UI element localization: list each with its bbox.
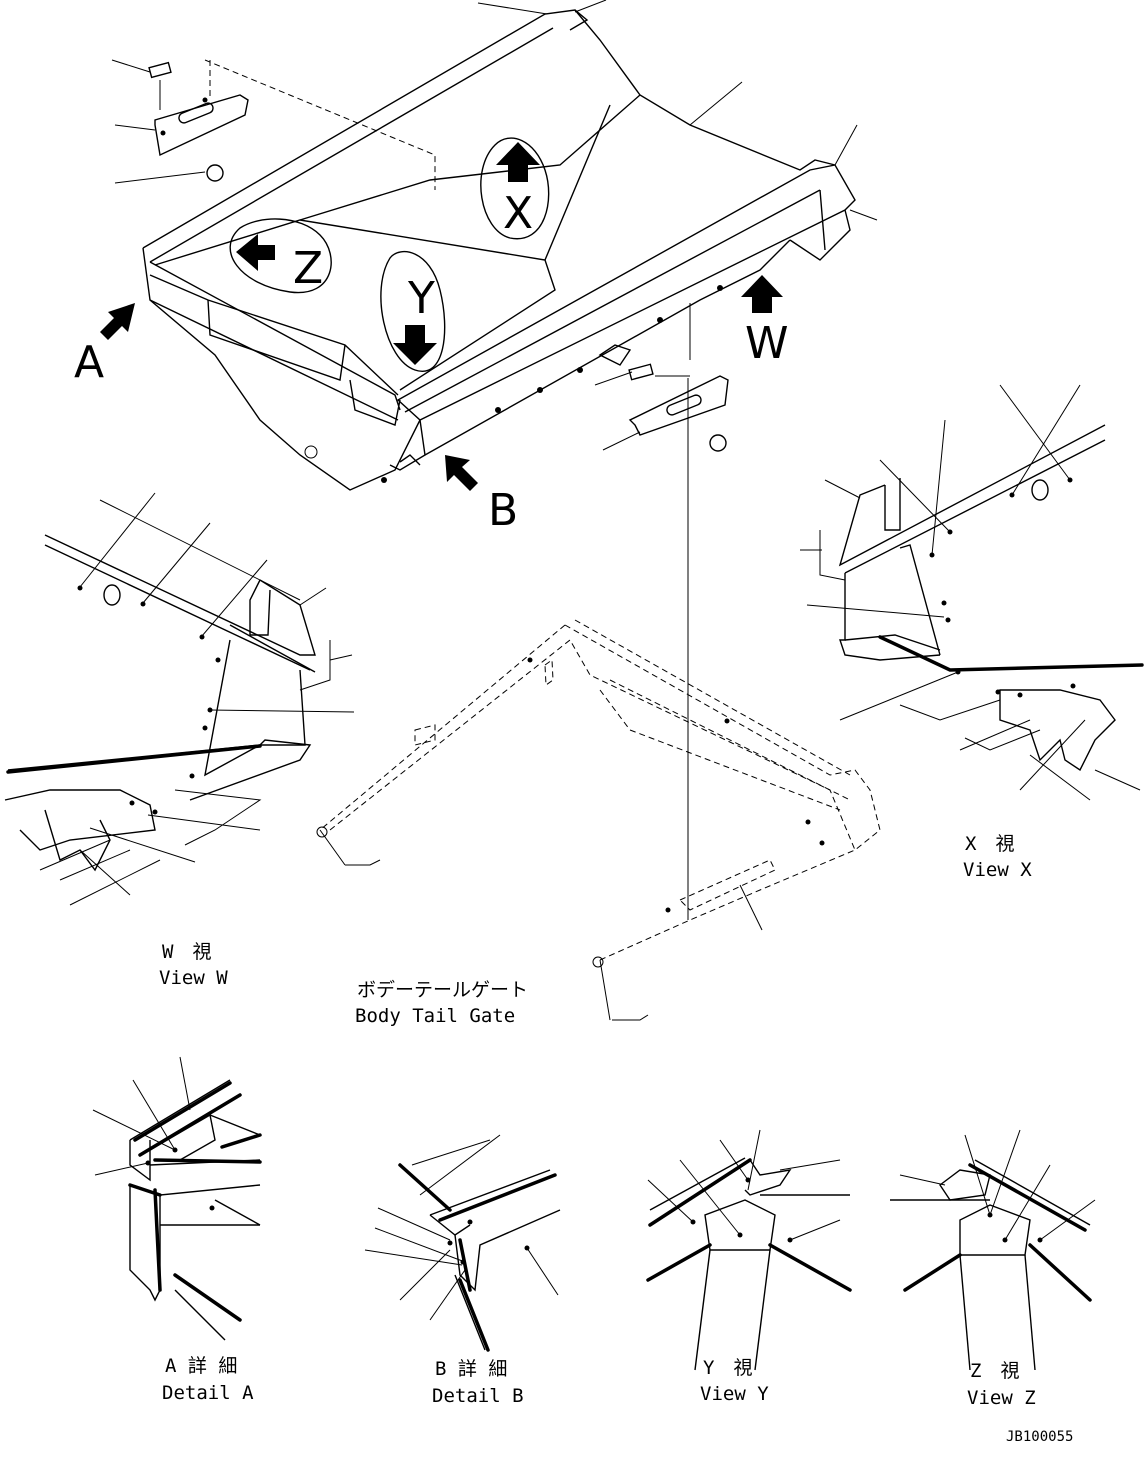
tail-gate-drawing xyxy=(316,619,881,1021)
view-w-label: View W xyxy=(159,967,228,989)
detail-a-label: Detail A xyxy=(162,1382,254,1404)
view-x-drawing xyxy=(800,384,1144,801)
detail-b-label: Detail B xyxy=(432,1385,524,1407)
detail-a-jp-label: A 詳 細 xyxy=(165,1355,237,1377)
marker-z: Z xyxy=(293,243,323,294)
marker-a: A xyxy=(74,337,104,388)
view-labels: W 視 View W X 視 View X ボデーテールゲート Body Tai… xyxy=(159,833,1073,1445)
view-w-jp-label: W 視 xyxy=(162,941,211,963)
marker-w: W xyxy=(745,318,789,369)
tail-gate-label: Body Tail Gate xyxy=(355,1005,515,1027)
tail-gate-jp-label: ボデーテールゲート xyxy=(357,979,528,1001)
arrow-y-down xyxy=(393,325,437,365)
view-y-label: View Y xyxy=(700,1383,769,1405)
view-y-drawing xyxy=(646,1129,852,1371)
parts-middle xyxy=(594,303,729,920)
arrow-a xyxy=(100,303,135,340)
marker-x: X xyxy=(503,188,533,239)
view-w-drawing xyxy=(4,492,355,906)
callout-bubbles: Z X Y W A B xyxy=(74,137,789,536)
detail-b-drawing xyxy=(364,1134,561,1352)
view-z-label: View Z xyxy=(967,1387,1036,1409)
arrow-w-up xyxy=(741,275,783,313)
arrow-x-up xyxy=(496,142,540,182)
view-z-jp-label: Z 視 xyxy=(970,1360,1019,1382)
view-x-jp-label: X 視 xyxy=(965,833,1014,855)
detail-a-drawing xyxy=(92,1056,262,1341)
view-y-jp-label: Y 視 xyxy=(703,1357,752,1379)
marker-y: Y xyxy=(407,273,435,324)
parts-upper-left xyxy=(111,59,436,190)
view-x-label: View X xyxy=(963,859,1032,881)
drawing-code: JB100055 xyxy=(1006,1429,1073,1445)
arrow-b xyxy=(445,455,478,491)
view-z-drawing xyxy=(890,1129,1096,1371)
detail-b-jp-label: B 詳 細 xyxy=(435,1358,507,1380)
marker-b: B xyxy=(488,485,518,536)
leaders-main xyxy=(477,0,878,221)
dump-body-main xyxy=(142,9,856,491)
arrow-z-left xyxy=(236,234,275,271)
